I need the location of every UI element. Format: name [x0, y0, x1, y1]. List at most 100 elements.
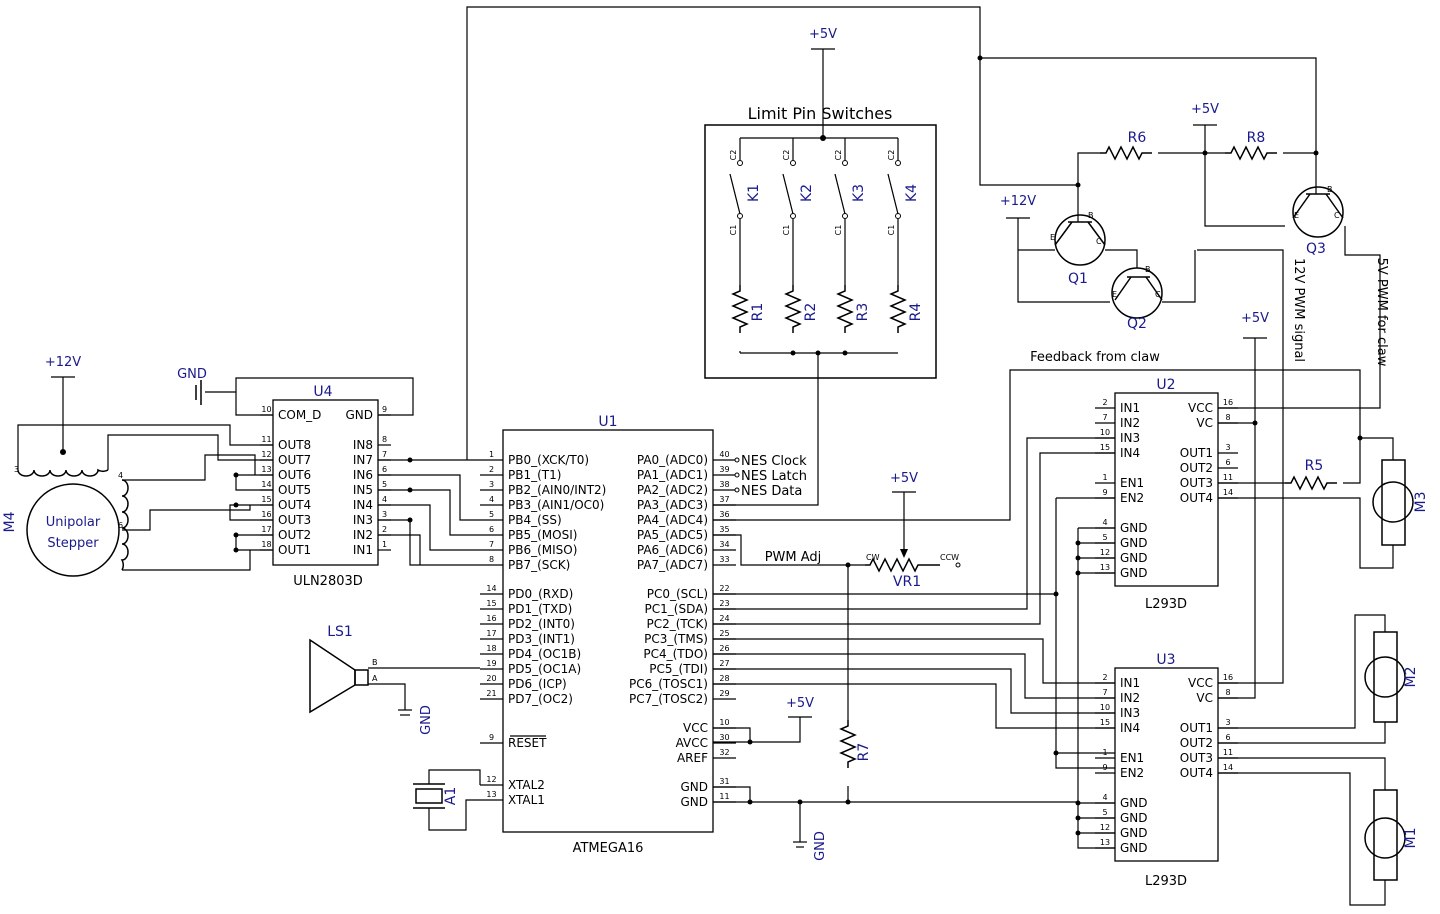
pin-number: 6: [1225, 733, 1230, 742]
pin-number: 3: [1225, 718, 1230, 727]
pin-number: 16: [1223, 398, 1233, 407]
pin-number: 16: [1223, 673, 1233, 682]
pin-name: COM_D: [278, 408, 321, 422]
pin-number: 35: [719, 525, 729, 534]
pin-number: 1: [489, 450, 494, 459]
pin-name: OUT1: [1180, 721, 1213, 735]
svg-text:B: B: [1145, 265, 1151, 274]
pin-number: 2: [1102, 398, 1107, 407]
svg-text:GND: GND: [813, 831, 828, 861]
svg-text:CW: CW: [866, 553, 880, 562]
svg-text:C: C: [1155, 290, 1161, 299]
u1-ref: U1: [598, 414, 617, 430]
svg-text:B: B: [1088, 211, 1094, 220]
motor-m1: M1: [1364, 789, 1419, 881]
pin-name: PB1_(T1): [508, 468, 561, 482]
pin-number: 12: [1100, 548, 1110, 557]
pin-number: 4: [489, 495, 494, 504]
stepper-body: [26, 483, 120, 577]
pin-name: EN2: [1120, 766, 1144, 780]
svg-text:C: C: [1334, 211, 1340, 220]
svg-text:GND: GND: [419, 705, 434, 735]
svg-text:Unipolar: Unipolar: [46, 515, 101, 530]
pin-name: PD4_(OC1B): [508, 647, 581, 661]
r5-ref: R5: [1305, 458, 1324, 474]
svg-text:M1: M1: [1403, 828, 1419, 849]
switch-k4: K4 C2 C1: [887, 150, 920, 285]
u3-part: L293D: [1145, 874, 1187, 889]
pin-number: 8: [1225, 413, 1230, 422]
pin-name: GND: [1120, 566, 1148, 580]
r8-ref: R8: [1247, 130, 1266, 146]
pin-number: 6: [1225, 458, 1230, 467]
pin-number: 2: [382, 525, 387, 534]
pin-name: VCC: [683, 721, 708, 735]
pin-number: 31: [719, 777, 729, 786]
pin-number: 6: [382, 465, 387, 474]
pin-name: PC3_(TMS): [644, 632, 708, 646]
pin-name: GND: [1120, 841, 1148, 855]
pin-number: 7: [1102, 688, 1107, 697]
pwm12-label: 12V PWM signal: [1291, 258, 1306, 362]
pin-name: PB5_(MOSI): [508, 528, 577, 542]
pin-name: VCC: [1188, 676, 1213, 690]
nes-data-label: NES Data: [741, 484, 802, 499]
pin-name: PA1_(ADC1): [637, 468, 708, 482]
pin-name: PB0_(XCK/T0): [508, 453, 589, 467]
pin-name: OUT5: [278, 483, 311, 497]
svg-text:4: 4: [118, 471, 123, 480]
svg-text:+5V: +5V: [1241, 311, 1269, 326]
pin-number: 4: [382, 495, 387, 504]
pin-number: 17: [486, 629, 496, 638]
resistor-r1: R1: [732, 284, 766, 334]
m4-ref: M4: [2, 511, 18, 532]
pin-name: PC7_(TOSC2): [629, 692, 708, 706]
pin-number: 34: [719, 540, 729, 549]
limit-5v-label: +5V: [809, 27, 837, 42]
pin-name: IN4: [1120, 721, 1140, 735]
svg-text:E: E: [1112, 290, 1117, 299]
pin-name: PC1_(SDA): [645, 602, 708, 616]
pin-number: 10: [261, 405, 271, 414]
pin-name: IN3: [1120, 431, 1140, 445]
pin-name: GND: [1120, 796, 1148, 810]
k3-ref: K3: [851, 184, 867, 202]
pin-name: EN2: [1120, 491, 1144, 505]
pin-number: 33: [719, 555, 729, 564]
pin-number: 40: [719, 450, 729, 459]
svg-text:M2: M2: [1403, 667, 1419, 688]
potentiometer-vr1: +5V VR1 CW CCW: [865, 471, 961, 590]
pin-name: XTAL2: [508, 778, 545, 792]
pin-name: OUT2: [1180, 736, 1213, 750]
pin-name: PA6_(ADC6): [637, 543, 708, 557]
pin-name: IN3: [1120, 706, 1140, 720]
nes-latch-label: NES Latch: [741, 469, 807, 484]
pin-name: PD2_(INT0): [508, 617, 575, 631]
pin-name: OUT4: [1180, 766, 1213, 780]
pin-name: OUT4: [1180, 491, 1213, 505]
pin-name: GND: [680, 780, 708, 794]
pin-name: PB4_(SS): [508, 513, 562, 527]
pin-number: 38: [719, 480, 729, 489]
svg-text:E: E: [1050, 233, 1055, 242]
svg-text:B: B: [372, 658, 378, 667]
u4-ground-symbol: GND: [177, 367, 207, 405]
pin-number: 3: [1225, 443, 1230, 452]
motor-m2: M2: [1364, 631, 1419, 723]
pin-number: 2: [489, 465, 494, 474]
pin-name: OUT1: [1180, 446, 1213, 460]
pin-name: GND: [1120, 811, 1148, 825]
pin-name: OUT4: [278, 498, 311, 512]
pin-number: 7: [382, 450, 387, 459]
svg-text:+5V: +5V: [890, 471, 918, 486]
svg-text:C1: C1: [887, 225, 896, 236]
pin-name: VCC: [1188, 401, 1213, 415]
pin-name: PA0_(ADC0): [637, 453, 708, 467]
pin-number: 5: [1102, 808, 1107, 817]
pin-number: 13: [261, 465, 271, 474]
pin-name: PC0_(SCL): [647, 587, 708, 601]
pin-number: 39: [719, 465, 729, 474]
pin-name: PA3_(ADC3): [637, 498, 708, 512]
